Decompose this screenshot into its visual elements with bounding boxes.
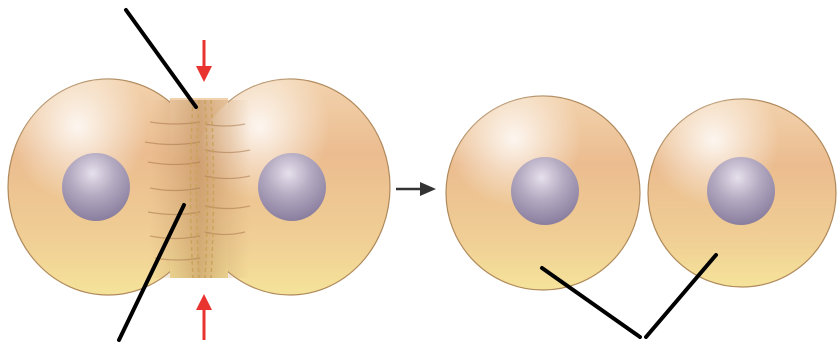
dividing-cell: [8, 79, 390, 295]
daughter-nucleus-right: [707, 157, 775, 225]
progression-arrow: [396, 182, 436, 196]
furrow-shading: [150, 100, 250, 278]
daughter-label-line-right: [646, 255, 716, 337]
left-nucleus: [62, 153, 130, 221]
daughter-cell-right: [648, 99, 836, 287]
daughter-nucleus-left: [511, 157, 579, 225]
top-constriction-arrow: [196, 40, 212, 82]
right-nucleus: [258, 153, 326, 221]
daughter-cell-left: [446, 96, 640, 290]
daughter-label-line-left: [542, 268, 640, 337]
bottom-constriction-arrow: [196, 294, 212, 340]
